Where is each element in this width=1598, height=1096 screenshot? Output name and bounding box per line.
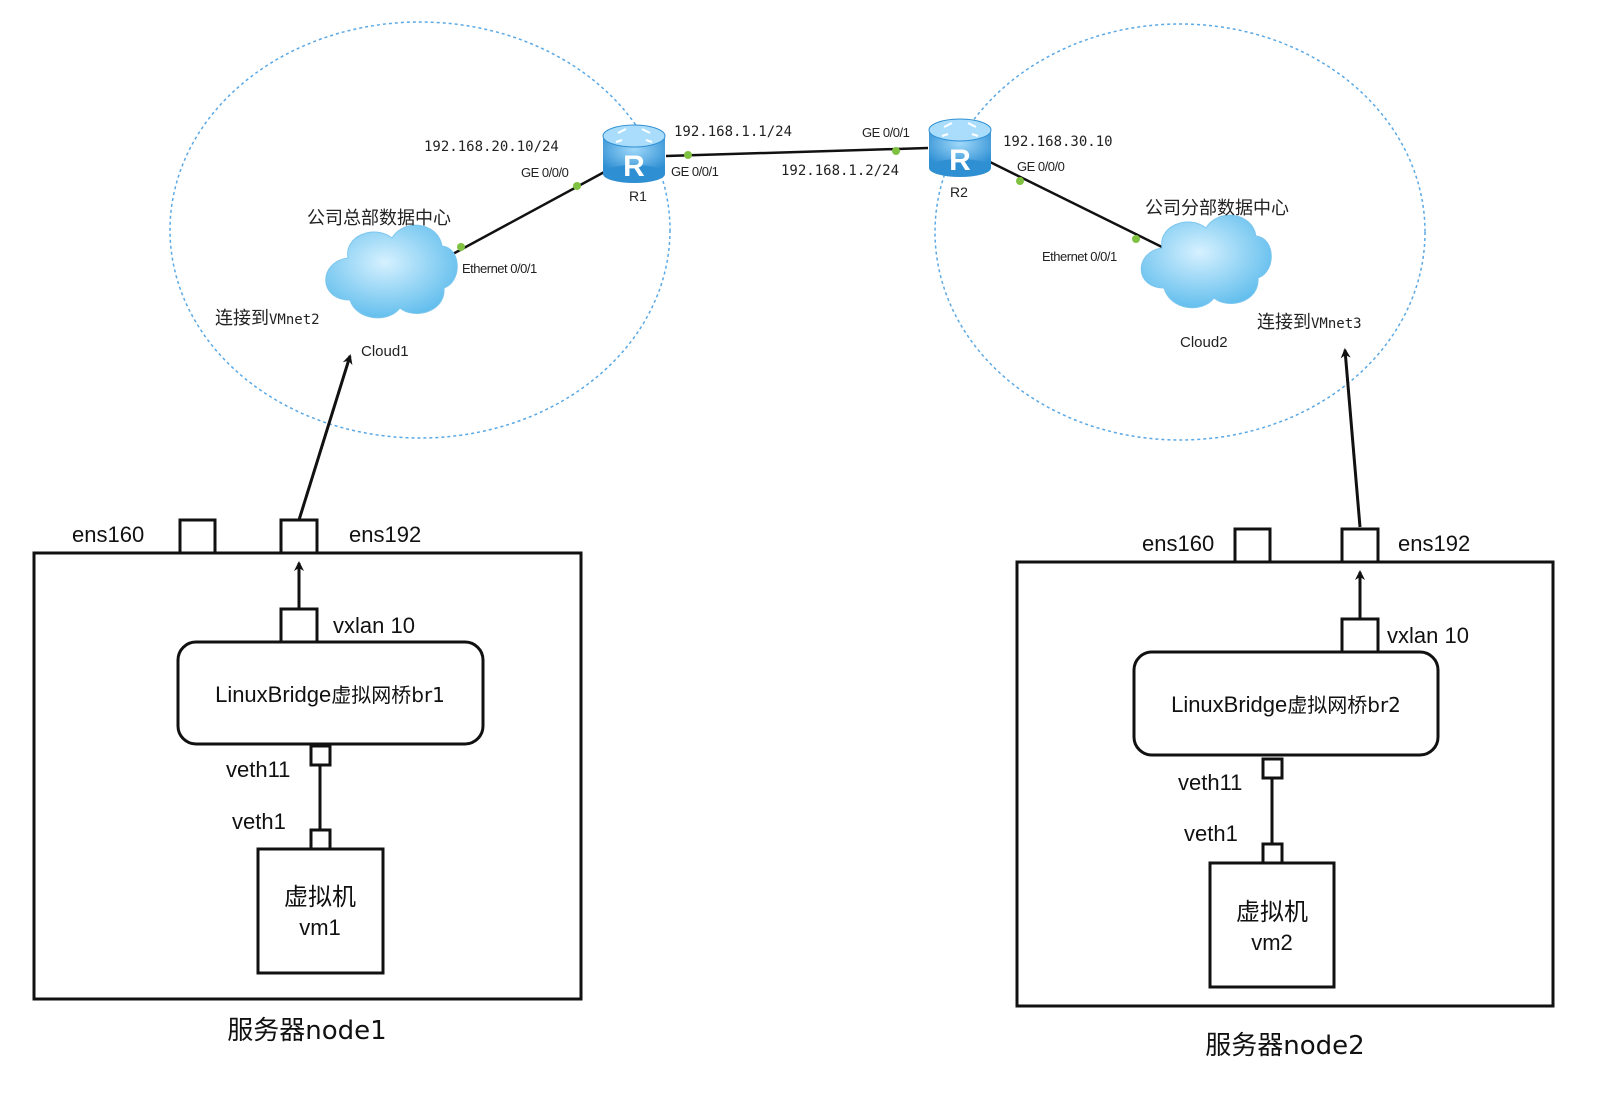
server-node1: ens160 ens192 vxlan 10 LinuxBridge虚拟网桥br…: [32, 518, 583, 1001]
node1-vm-name: vm1: [299, 915, 341, 940]
port-dot-cloud1-eth: [457, 243, 465, 251]
uplink-arrow-node1: [297, 354, 353, 521]
link-r1-r2: [665, 146, 929, 158]
node1-vxlan-port[interactable]: [279, 607, 319, 644]
node1-veth11-port[interactable]: [309, 744, 332, 767]
router-r1-icon[interactable]: R: [602, 124, 666, 183]
node2-bridge-label: LinuxBridge虚拟网桥br2: [1171, 692, 1401, 717]
branch-wan-port: GE 0/0/1: [862, 125, 910, 140]
link-r2-cloud2: [989, 160, 1169, 252]
hq-connect-net: VMnet2: [269, 312, 320, 328]
node1-nic-ens192-label: ens192: [349, 522, 421, 547]
hq-wan-ip: 192.168.1.1/24: [674, 124, 792, 140]
hq-lan-ip: 192.168.20.10/24: [424, 139, 559, 155]
hq-connect-label: 连接到VMnet2: [215, 308, 320, 329]
port-dot-cloud2-eth: [1132, 235, 1140, 243]
node2-bridge-suffix: 虚拟网桥br2: [1287, 693, 1401, 717]
node1-nic-ens160-label: ens160: [72, 522, 144, 547]
hq-cloud-name: Cloud1: [361, 343, 409, 360]
node2-vm-name: vm2: [1251, 930, 1293, 955]
node1-vxlan-label: vxlan 10: [333, 613, 415, 638]
branch-wan-ip: 192.168.1.2/24: [781, 163, 899, 179]
node2-bridge-box[interactable]: [1132, 650, 1440, 757]
port-dot-r2-ge001: [892, 147, 900, 155]
node2-veth1-label: veth1: [1184, 821, 1238, 846]
node1-bridge-box[interactable]: [176, 640, 485, 746]
router-r2-icon[interactable]: R: [928, 118, 992, 177]
branch-site: [934, 23, 1426, 441]
node2-veth11-label: veth11: [1178, 770, 1242, 795]
node1-vm-title: 虚拟机: [284, 883, 356, 911]
node2-nic-ens192-label: ens192: [1398, 531, 1470, 556]
hq-router-name: R1: [629, 188, 647, 204]
branch-lan-port: GE 0/0/0: [1017, 159, 1065, 174]
node2-vxlan-label: vxlan 10: [1387, 623, 1469, 648]
cloud1-icon[interactable]: [325, 224, 458, 319]
branch-cloud-name: Cloud2: [1180, 334, 1228, 351]
svg-text:R: R: [623, 150, 645, 183]
hq-cloud-port: Ethernet 0/0/1: [462, 261, 537, 276]
node1-bridge-suffix: 虚拟网桥br1: [331, 683, 445, 707]
port-dot-r1-ge001: [684, 151, 692, 159]
branch-boundary-ellipse: [934, 23, 1426, 441]
node1-veth1-port[interactable]: [309, 828, 332, 851]
node2-nic-ens192[interactable]: [1340, 527, 1380, 564]
hq-wan-port: GE 0/0/1: [671, 164, 719, 179]
port-dot-r2-ge000: [1016, 177, 1024, 185]
node1-bridge-prefix: LinuxBridge: [215, 682, 331, 707]
hq-connect-prefix: 连接到: [215, 308, 269, 329]
server-node2-box: [1015, 560, 1555, 1008]
node1-bridge-label: LinuxBridge虚拟网桥br1: [215, 682, 445, 707]
hq-boundary-ellipse: [169, 21, 671, 439]
branch-connect-label: 连接到VMnet3: [1257, 312, 1362, 333]
node2-nic-ens160[interactable]: [1233, 527, 1272, 564]
branch-cloud-port: Ethernet 0/0/1: [1042, 249, 1117, 264]
node1-caption: 服务器node1: [227, 1016, 386, 1046]
node1-nic-ens192[interactable]: [279, 518, 319, 555]
node1-veth1-label: veth1: [232, 809, 286, 834]
node2-caption: 服务器node2: [1205, 1031, 1364, 1061]
branch-site-title: 公司分部数据中心: [1145, 198, 1289, 219]
hq-site: [169, 21, 671, 439]
node1-vm-box[interactable]: [256, 847, 385, 975]
hq-lan-port: GE 0/0/0: [521, 165, 569, 180]
node2-vm-box[interactable]: [1208, 861, 1336, 989]
node2-vm-title: 虚拟机: [1236, 898, 1308, 926]
uplink-arrow-node2: [1340, 348, 1362, 528]
node2-veth1-port[interactable]: [1261, 842, 1284, 865]
node2-vxlan-port[interactable]: [1340, 617, 1380, 654]
svg-text:R: R: [949, 144, 971, 177]
branch-lan-ip: 192.168.30.10: [1003, 134, 1113, 150]
node2-nic-ens160-label: ens160: [1142, 531, 1214, 556]
node1-nic-ens160[interactable]: [178, 518, 217, 555]
cloud2-icon[interactable]: [1140, 214, 1272, 309]
node2-veth11-port[interactable]: [1261, 757, 1284, 780]
node2-bridge-prefix: LinuxBridge: [1171, 692, 1287, 717]
port-dot-r1-ge000: [573, 182, 581, 190]
server-node2: ens160 ens192 vxlan 10 LinuxBridge虚拟网桥br…: [1015, 527, 1555, 1008]
branch-connect-prefix: 连接到: [1257, 312, 1311, 333]
node1-veth11-label: veth11: [226, 757, 290, 782]
hq-site-title: 公司总部数据中心: [307, 208, 451, 229]
branch-router-name: R2: [950, 184, 968, 200]
branch-connect-net: VMnet3: [1311, 316, 1362, 332]
